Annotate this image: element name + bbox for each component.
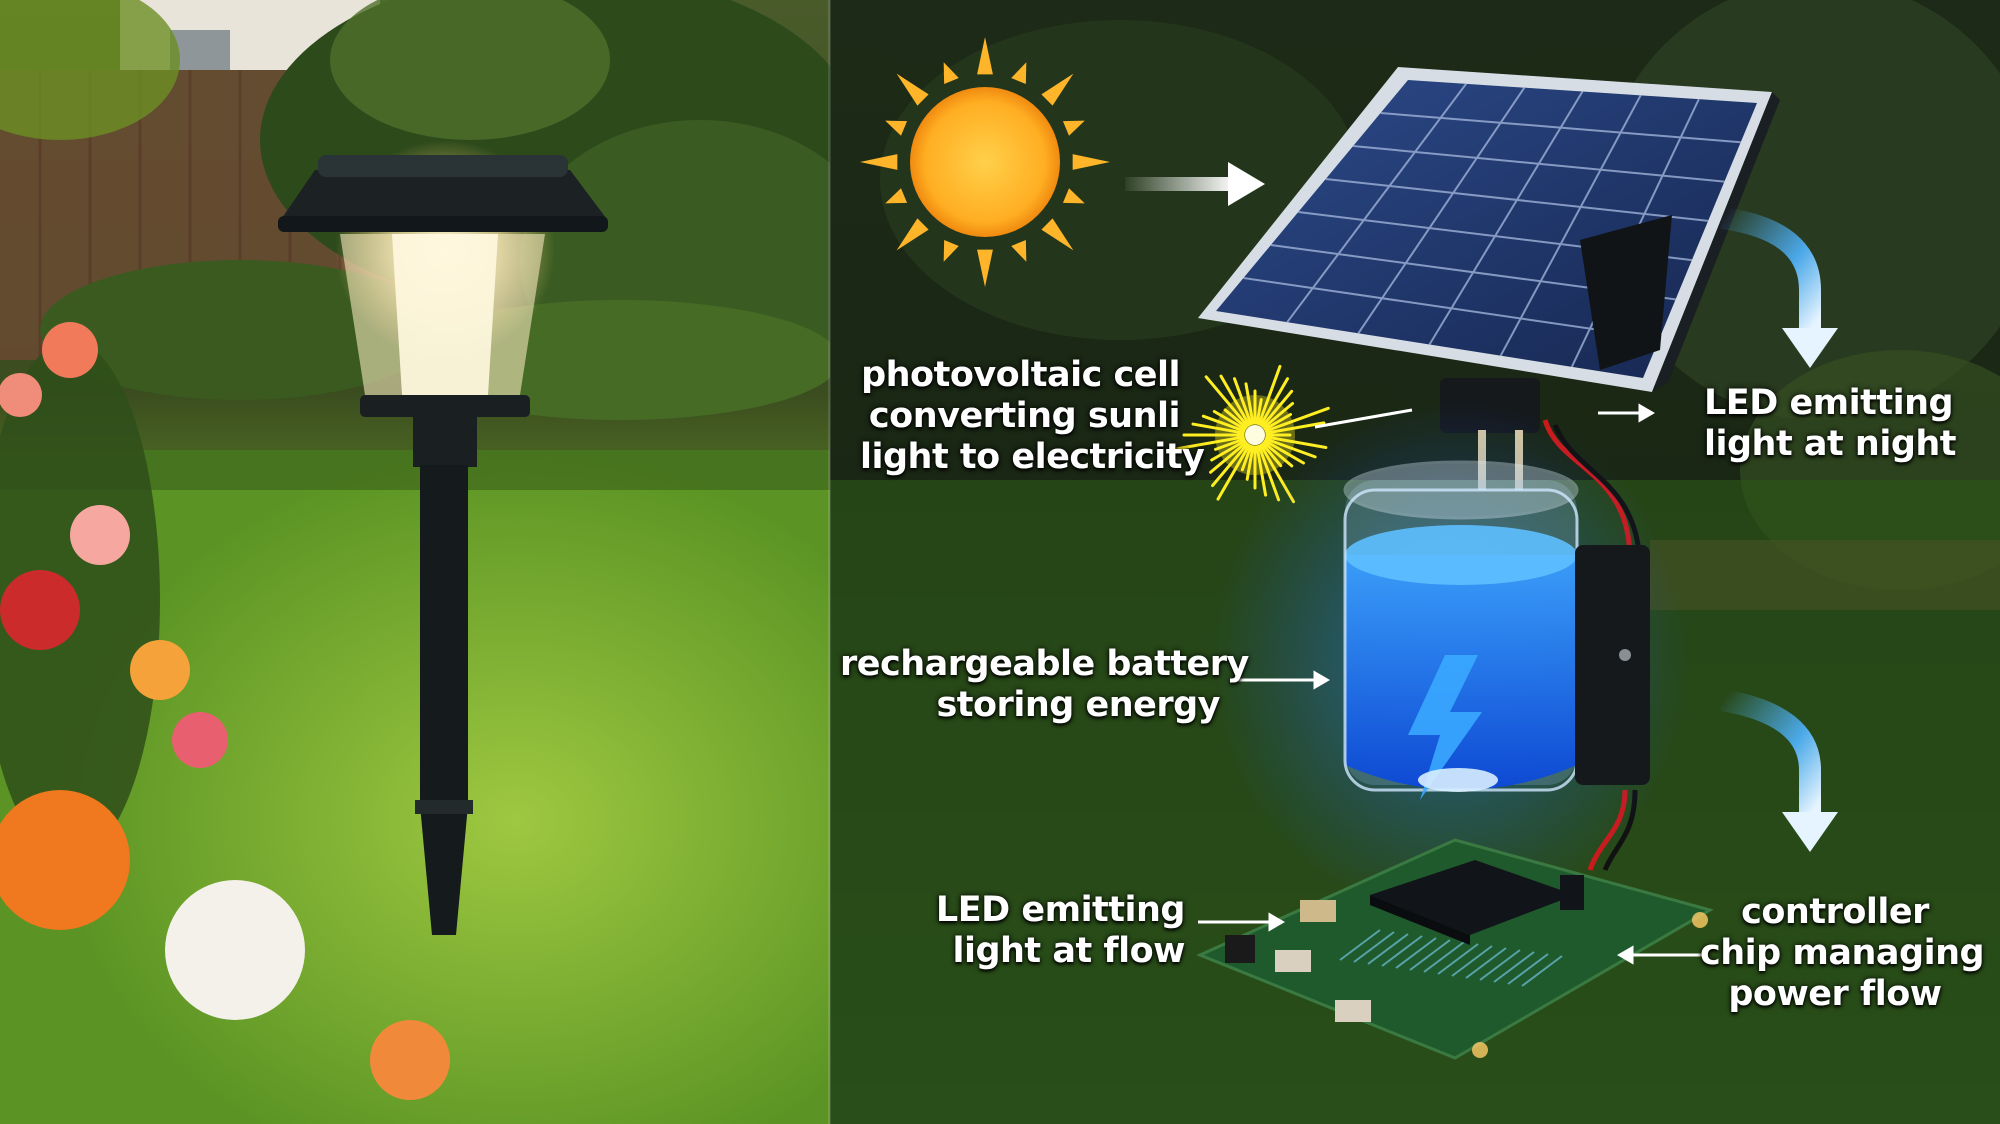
label-controller-chip: controller chip managing power flow (1700, 892, 1985, 1014)
spark-ray (1264, 406, 1330, 433)
pcb-trace (1521, 955, 1563, 987)
left-photo-panel (0, 0, 880, 1124)
rechargeable-battery (1210, 400, 1690, 920)
pcb-trace (1395, 937, 1437, 969)
lightning-bolt-icon (1408, 655, 1482, 800)
spark-ray (1245, 445, 1255, 481)
controller-circuit-board (1196, 838, 1714, 1060)
sunlight-arrow (1125, 162, 1265, 206)
panel-grid-line (1243, 277, 1660, 340)
sun-ray (943, 239, 959, 262)
spark-ray (1201, 414, 1246, 433)
sun-ray (1062, 188, 1085, 204)
spark-ray (1259, 377, 1289, 427)
spark-ray (1257, 364, 1282, 426)
spark-ray (1232, 377, 1253, 426)
spark-ray (1255, 398, 1263, 425)
spark-ray (1214, 437, 1246, 451)
sun-ray (885, 120, 908, 136)
spark-ray (1244, 382, 1255, 425)
pcb-trace (1353, 931, 1395, 963)
sun-ray (860, 154, 898, 170)
panel-grid-line (1380, 112, 1741, 144)
sun-ray (1011, 239, 1027, 262)
sun-ray (1072, 154, 1110, 170)
spark-ray (1261, 389, 1294, 428)
sun-ray (1041, 73, 1074, 106)
pcb-trace (1339, 929, 1381, 961)
spark-ray (1263, 439, 1305, 465)
pcb-trace (1465, 947, 1507, 979)
label-photovoltaic-cell: photovoltaic cell converting sunli light… (860, 355, 1205, 477)
spark-ray (1262, 402, 1295, 429)
spark-ray (1262, 441, 1294, 468)
sun-ray (1011, 62, 1027, 85)
sun-ray (977, 249, 993, 287)
spark-ray (1204, 375, 1249, 428)
pcb-trace (1381, 935, 1423, 967)
panel-grid-line (1353, 145, 1725, 183)
sun-icon (860, 37, 1110, 287)
spark-ray (1219, 374, 1251, 427)
sun-ray (1041, 218, 1074, 251)
spark-ray (1263, 413, 1293, 431)
pcb-trace (1507, 953, 1549, 985)
spark-ray (1212, 410, 1247, 431)
blue-flow-arrow-top (1720, 207, 1838, 368)
pcb-trace (1423, 941, 1465, 973)
spark-ray (1261, 442, 1283, 468)
spark-ray (1191, 422, 1245, 435)
pcb-trace (1409, 939, 1451, 971)
spark-ray (1255, 445, 1268, 497)
sun-ray (943, 62, 959, 85)
panel-grid-line (1428, 90, 1584, 346)
label-led-emitting-night: LED emitting light at night (1704, 383, 1957, 464)
pcb-trace (1437, 943, 1479, 975)
flower-bed (0, 0, 450, 1100)
right-diagram-panel (830, 0, 2000, 1124)
panel-grid-line (1499, 94, 1642, 357)
sun-ray (885, 188, 908, 204)
spark-ray (1210, 439, 1247, 462)
spark-ray (1211, 442, 1249, 488)
panel-grid-line (1286, 83, 1467, 323)
spark-ray (1240, 444, 1253, 472)
pcb-trace (1367, 933, 1409, 965)
solar-panel (1198, 67, 1780, 433)
sun-ray (896, 73, 929, 106)
spark-ray (1216, 443, 1251, 501)
spark-ray (1265, 421, 1326, 435)
spark-ray (1175, 435, 1245, 451)
pcb-trace (1479, 949, 1521, 981)
solar-garden-lamp (278, 140, 608, 935)
spark-ray (1209, 441, 1248, 474)
blue-flow-arrow-bottom (1720, 689, 1838, 852)
panel-grid-line (1357, 87, 1526, 334)
pcb-trace (1451, 945, 1493, 977)
label-led-emitting-flow: LED emitting light at flow (935, 890, 1186, 971)
spark-ray (1223, 408, 1248, 429)
sun-ray (977, 37, 993, 75)
panel-grid-line (1325, 178, 1709, 222)
label-pointers (1198, 403, 1705, 965)
label-rechargeable-battery: rechargeable battery storing energy (840, 644, 1249, 725)
pcb-trace (1493, 951, 1535, 983)
sun-ray (896, 218, 929, 251)
sun-ray (1062, 120, 1085, 136)
